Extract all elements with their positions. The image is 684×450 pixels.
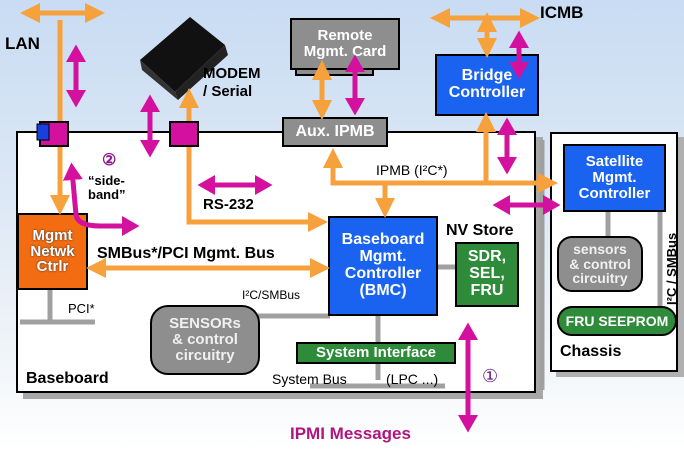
- baseboard-label: Baseboard: [26, 370, 109, 387]
- lan-label: LAN: [5, 34, 40, 53]
- smbus-pci-label: SMBus*/PCI Mgmt. Bus: [97, 245, 275, 262]
- ipmb-bus-arrow: [323, 148, 558, 193]
- sideband-label: “side- band”: [88, 173, 126, 203]
- ipmb-label: IPMB (I²C*): [376, 162, 448, 178]
- chassis-i2c-label: I²C / SMBus: [664, 232, 679, 305]
- nv-store-label: NV Store: [446, 222, 514, 239]
- modem-label: MODEM / Serial: [203, 65, 261, 100]
- bmc-box: Baseboard Mgmt. Controller (BMC): [328, 216, 438, 316]
- rs232-label: RS-232: [203, 196, 254, 213]
- lan-connector: [36, 121, 69, 147]
- baseboard-sensors: SENSORs & control circuitry: [150, 305, 260, 375]
- system-interface: System Interface: [296, 342, 456, 364]
- i2c-smbus-label: I²C/SMBus: [242, 288, 301, 302]
- fru-seeprom: FRU SEEPROM: [557, 306, 677, 336]
- pci-label: PCI*: [68, 301, 95, 316]
- sdr-sel-fru-store: SDR, SEL, FRU: [455, 242, 519, 307]
- chassis-sensors: sensors & control circuitry: [557, 236, 643, 292]
- lpc-label: (LPC ...): [386, 371, 439, 387]
- chassis-label: Chassis: [560, 343, 622, 360]
- ipmi-number: ①: [482, 366, 499, 386]
- sideband-arrow: [62, 162, 140, 236]
- satellite-controller: Satellite Mgmt. Controller: [563, 144, 666, 212]
- icmb-label: ICMB: [540, 3, 584, 22]
- system-bus-label: System Bus: [272, 371, 347, 387]
- sideband-number: ②: [102, 152, 117, 169]
- serial-connector: [169, 121, 199, 147]
- ipmi-messages-label: IPMI Messages: [290, 424, 411, 443]
